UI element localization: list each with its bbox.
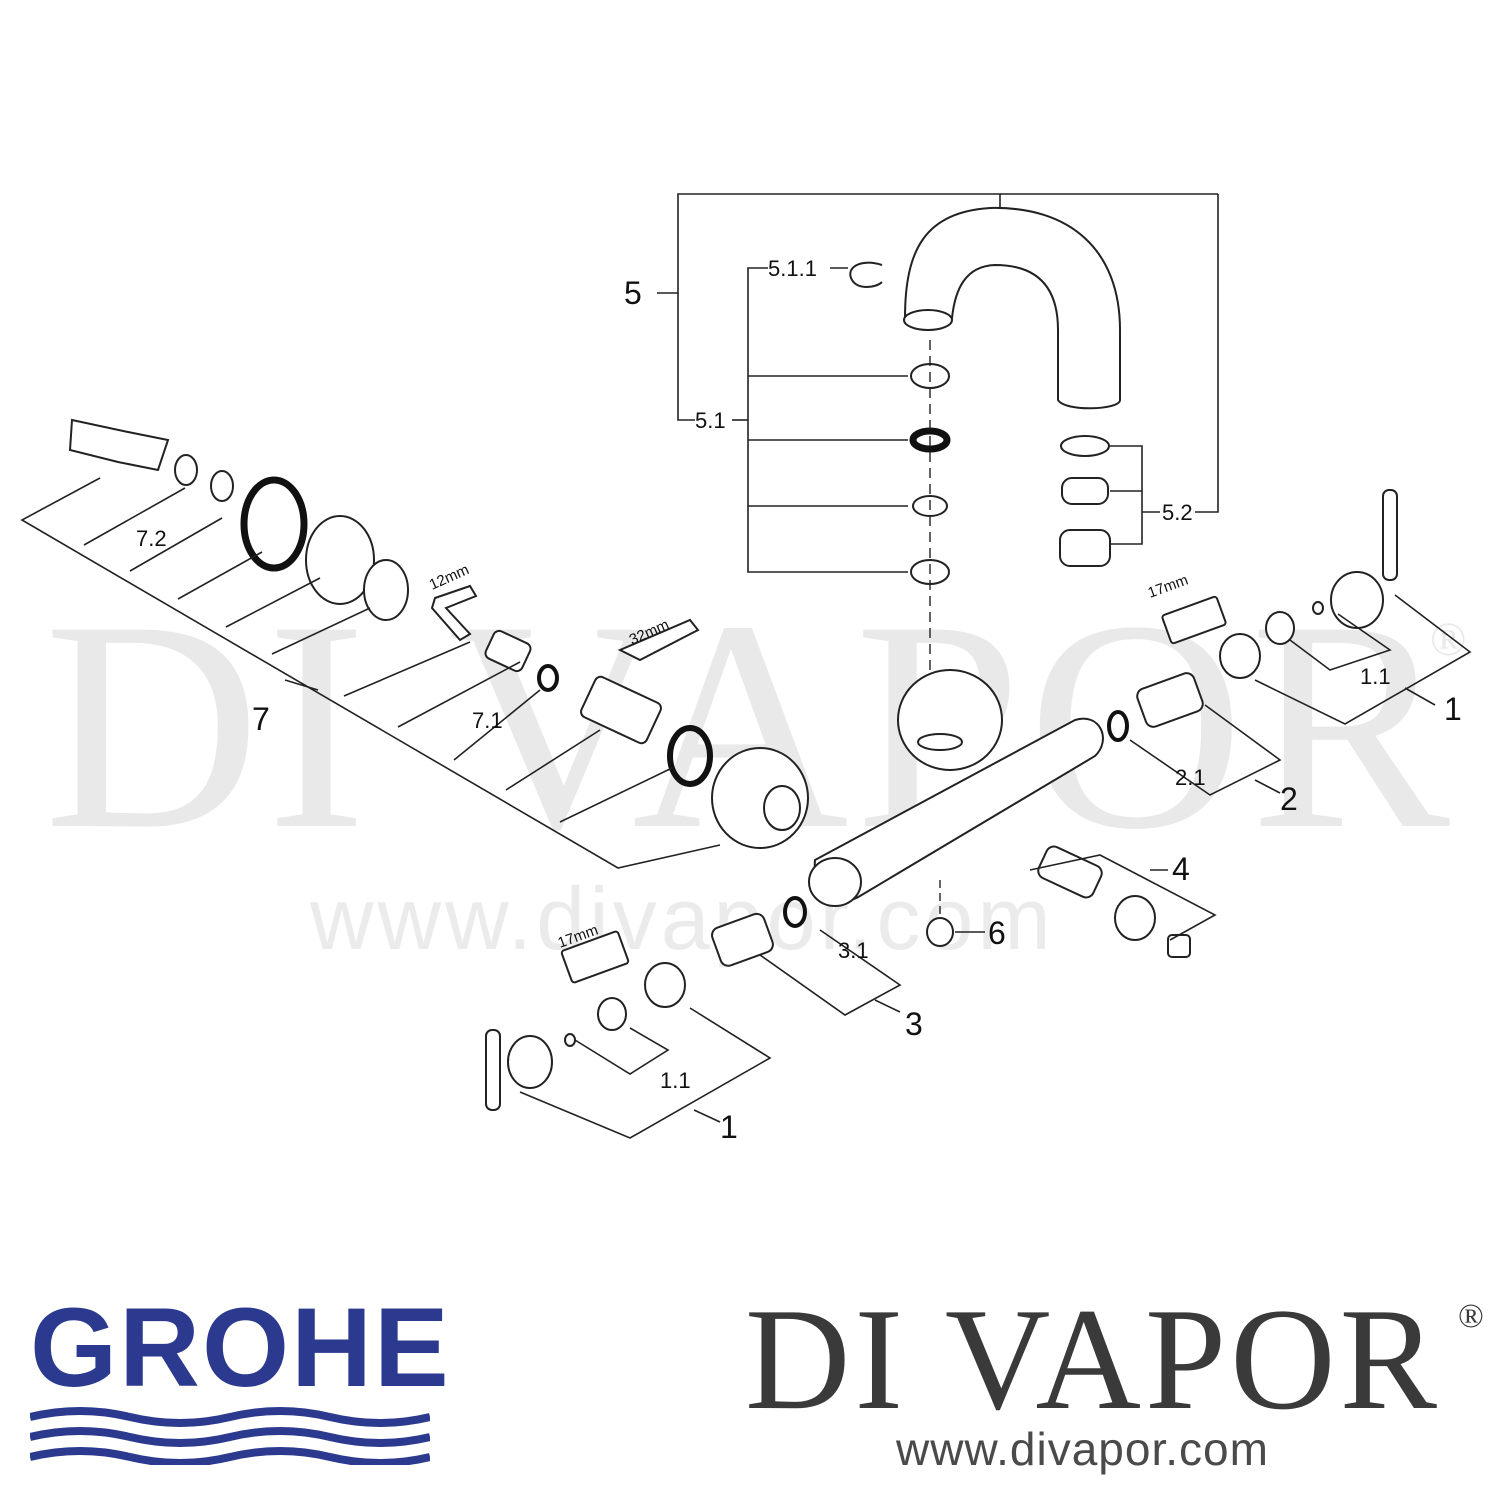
left-valve-assembly: 17mm 1.1 1 3.1 3	[485, 896, 923, 1145]
socket-left	[560, 930, 630, 984]
exploded-view-drawing: 5.1.1 5 5.1 5.2	[20, 193, 1472, 1145]
o-ring-right	[1107, 710, 1129, 742]
small-o-ring	[537, 664, 559, 692]
label-2-1: 2.1	[1175, 765, 1206, 790]
sleeve-left	[644, 962, 686, 1008]
spout	[903, 206, 1121, 410]
right-valve-assembly: 17mm 1.1 1 2.1 2	[1107, 489, 1472, 817]
body-end-left	[808, 857, 862, 907]
screw-right	[1312, 601, 1324, 615]
aerator-insert	[1061, 477, 1109, 505]
label-5-1-1: 5.1.1	[768, 256, 817, 281]
label-1-1-right: 1.1	[1360, 664, 1391, 689]
label-6: 6	[988, 915, 1006, 951]
label-1-1-left: 1.1	[660, 1068, 691, 1093]
wrench	[617, 618, 700, 662]
lever-left	[485, 1029, 501, 1111]
eccentric-fitting	[68, 418, 170, 472]
cap-left	[597, 997, 627, 1031]
large-o-ring	[240, 476, 308, 572]
body-flange	[897, 669, 1003, 771]
aerator-seal	[1060, 435, 1110, 457]
label-4: 4	[1172, 851, 1190, 887]
socket-right	[1161, 595, 1227, 645]
clip-icon	[849, 261, 883, 288]
cartridge-left	[711, 912, 774, 967]
retailer-logo: DI VAPOR	[745, 1278, 1441, 1440]
label-7-2: 7.2	[136, 526, 167, 551]
o-ring-left	[783, 896, 807, 928]
cartridge-right	[1136, 672, 1204, 728]
body-spout-seat	[917, 733, 963, 751]
washer-2	[210, 470, 234, 502]
sleeve-right	[1219, 633, 1261, 679]
rosette-bore	[763, 785, 801, 831]
retailer-registered: ®	[1458, 1298, 1484, 1335]
o-ring	[909, 427, 951, 453]
diverter-knob	[1114, 895, 1156, 941]
part-6	[926, 917, 954, 947]
mixer-body	[808, 669, 1104, 907]
handle-right	[1330, 571, 1384, 629]
diverter-screw	[1167, 934, 1191, 958]
label-7-1: 7.1	[472, 708, 503, 733]
lever-right	[1382, 489, 1398, 581]
tool-17mm-right: 17mm	[1146, 572, 1191, 602]
screw-left	[564, 1033, 576, 1047]
extension-nut	[580, 675, 662, 745]
cap-right	[1265, 611, 1295, 645]
label-3-1: 3.1	[838, 938, 869, 963]
label-5-2: 5.2	[1162, 500, 1193, 525]
hex-key	[430, 584, 478, 642]
adapter	[484, 629, 532, 673]
label-1-right: 1	[1444, 691, 1462, 727]
diverter-cartridge	[1037, 845, 1103, 899]
medium-o-ring	[667, 725, 713, 787]
label-3: 3	[905, 1006, 923, 1042]
diverter-assembly: 4 6	[926, 845, 1217, 958]
retailer-url: www.divapor.com	[896, 1423, 1269, 1475]
spout-assembly: 5.1.1 5 5.1 5.2	[624, 193, 1219, 720]
grohe-waves-icon	[30, 1407, 430, 1465]
label-5: 5	[624, 275, 642, 311]
washer-1	[174, 454, 198, 486]
threaded-sleeve	[363, 559, 409, 621]
label-5-1: 5.1	[695, 408, 726, 433]
label-7: 7	[252, 701, 270, 737]
grohe-logo: GROHE	[30, 1285, 451, 1410]
label-2: 2	[1280, 781, 1298, 817]
spout-outlet	[903, 309, 953, 331]
aerator-housing	[1059, 529, 1111, 567]
label-1-left: 1	[720, 1109, 738, 1145]
connection-set: 12mm 32mm 7.2 7.1 7	[20, 418, 809, 869]
watermark-url: www.divapor.com	[310, 869, 1055, 968]
toothed-flange	[305, 515, 375, 605]
handle-left	[507, 1035, 553, 1089]
